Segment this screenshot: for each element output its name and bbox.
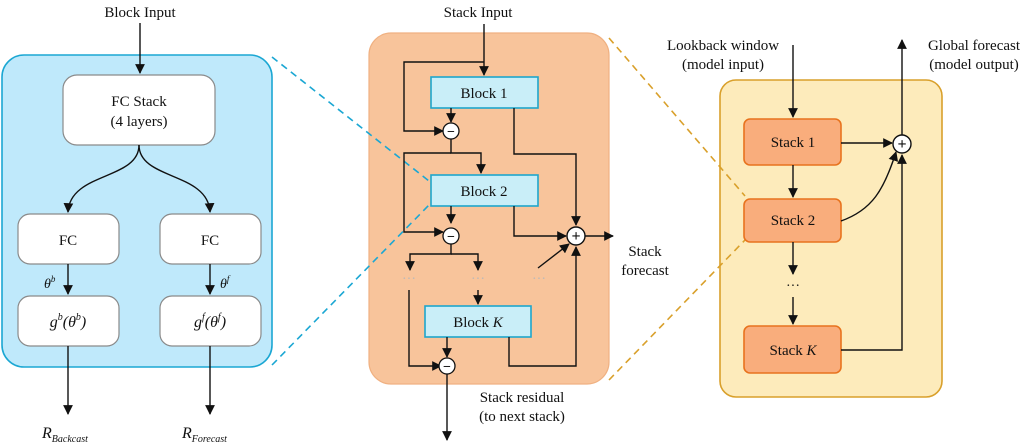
svg-text:−: − bbox=[447, 230, 455, 245]
svg-text:+: + bbox=[571, 228, 580, 245]
block-2-box bbox=[430, 174, 539, 207]
connector-model-top bbox=[608, 37, 746, 197]
block-input-label: Block Input bbox=[104, 5, 176, 21]
theta-b-label: θb bbox=[44, 274, 56, 292]
fc-right-label: FC bbox=[201, 233, 219, 249]
stack-panel bbox=[368, 32, 610, 385]
stack-residual-label: Stack residual bbox=[480, 390, 565, 406]
model-dots: ··· bbox=[786, 279, 800, 294]
connector-block-bottom bbox=[271, 204, 430, 366]
theta-f-label: θf bbox=[220, 274, 231, 292]
fc-stack-layers-label: (4 layers) bbox=[110, 114, 167, 130]
svg-text:+: + bbox=[897, 136, 906, 153]
stack-2-label: Stack 2 bbox=[771, 213, 816, 229]
lookback-label: Lookback window bbox=[667, 38, 779, 54]
connector-block-top bbox=[271, 56, 430, 182]
stack-input-label: Stack Input bbox=[444, 5, 514, 21]
fc-stack-label: FC Stack bbox=[111, 94, 167, 110]
stack-1-label: Stack 1 bbox=[771, 135, 816, 151]
fc-left-label: FC bbox=[59, 233, 77, 249]
block-1-label: Block 1 bbox=[460, 86, 507, 102]
block-2-label: Block 2 bbox=[460, 184, 507, 200]
stack-k-label: Stack K bbox=[769, 343, 817, 359]
fc-stack-box bbox=[62, 74, 216, 146]
stack-dots-mid: ··· bbox=[471, 272, 485, 287]
g-b-label: gb(θb) bbox=[50, 312, 87, 331]
stack-dots-right: ··· bbox=[532, 272, 546, 287]
stack-dots-left: ··· bbox=[402, 272, 416, 287]
stack-forecast-sub-label: forecast bbox=[621, 263, 669, 279]
svg-text:−: − bbox=[443, 360, 451, 375]
connector-model-bottom bbox=[608, 239, 746, 381]
svg-text:−: − bbox=[447, 125, 455, 140]
block-k-box bbox=[424, 305, 532, 338]
r-backcast-label: RBackcast bbox=[41, 425, 88, 445]
block-k-label: Block K bbox=[453, 315, 504, 331]
g-f-label: gf(θf) bbox=[194, 312, 226, 331]
lookback-sub-label: (model input) bbox=[682, 57, 764, 73]
block-1-box bbox=[430, 76, 539, 109]
stack-forecast-label: Stack bbox=[628, 244, 662, 260]
stack-residual-sub-label: (to next stack) bbox=[479, 409, 565, 425]
r-forecast-label: RForecast bbox=[181, 425, 227, 445]
global-forecast-sub-label: (model output) bbox=[929, 57, 1019, 73]
global-forecast-label: Global forecast bbox=[928, 38, 1021, 54]
